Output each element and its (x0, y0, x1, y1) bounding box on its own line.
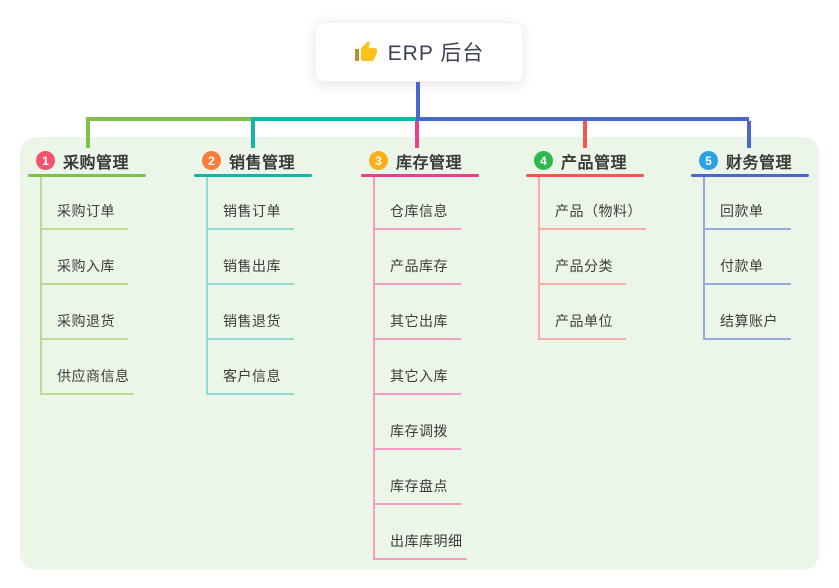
mindmap-item[interactable]: 产品单位 (538, 302, 626, 340)
branch-connector-drop-3 (415, 121, 419, 148)
branch-label: 产品管理 (561, 154, 628, 172)
root-node-label: ERP 后台 (387, 42, 485, 65)
branch-node-5[interactable]: 5 财务管理 (699, 149, 792, 172)
mindmap-item[interactable]: 采购入库 (40, 247, 128, 285)
root-node-erp[interactable]: ERP 后台 (315, 22, 523, 82)
mindmap-item[interactable]: 付款单 (703, 247, 791, 285)
mindmap-item[interactable]: 产品库存 (373, 247, 461, 285)
mindmap-item[interactable]: 客户信息 (206, 357, 294, 395)
mindmap-item[interactable]: 回款单 (703, 192, 791, 230)
mindmap-item[interactable]: 库存调拨 (373, 412, 461, 450)
branch-connector-horizontal (86, 117, 253, 121)
subtree-vline-5 (703, 177, 705, 340)
subtree-vline-4 (538, 177, 540, 340)
branch-connector-drop-5 (747, 121, 751, 148)
mindmap-item[interactable]: 采购退货 (40, 302, 128, 340)
mindmap-item[interactable]: 销售退货 (206, 302, 294, 340)
thumbs-up-icon (354, 41, 377, 61)
mindmap-item[interactable]: 仓库信息 (373, 192, 461, 230)
branch-connector-drop-1 (86, 121, 90, 148)
branch-node-3[interactable]: 3 库存管理 (369, 149, 462, 172)
mindmap-item[interactable]: 采购订单 (40, 192, 128, 230)
mindmap-item[interactable]: 产品分类 (538, 247, 626, 285)
branch-node-1[interactable]: 1 采购管理 (36, 149, 129, 172)
root-stem-line (416, 82, 420, 121)
mindmap-item[interactable]: 产品（物料） (538, 192, 646, 230)
branch-connector-drop-4 (583, 121, 587, 148)
branch-badge-5: 5 (699, 151, 718, 170)
branch-underline-3 (361, 174, 479, 177)
mindmap-panel (20, 137, 819, 570)
subtree-vline-3 (373, 177, 375, 560)
mindmap-item[interactable]: 结算账户 (703, 302, 791, 340)
branch-label: 财务管理 (726, 154, 793, 172)
mindmap-item[interactable]: 其它出库 (373, 302, 461, 340)
mindmap-item[interactable]: 销售出库 (206, 247, 294, 285)
mindmap-item[interactable]: 其它入库 (373, 357, 461, 395)
branch-label: 库存管理 (396, 154, 463, 172)
branch-badge-1: 1 (36, 151, 55, 170)
branch-badge-3: 3 (369, 151, 388, 170)
branch-connector-drop-2 (251, 121, 255, 148)
branch-badge-2: 2 (202, 151, 221, 170)
branch-underline-4 (526, 174, 644, 177)
branch-connector-horizontal (251, 117, 418, 121)
branch-underline-1 (28, 174, 146, 177)
branch-underline-2 (194, 174, 312, 177)
branch-badge-4: 4 (534, 151, 553, 170)
branch-label: 采购管理 (63, 154, 130, 172)
subtree-vline-1 (40, 177, 42, 395)
mindmap-item[interactable]: 库存盘点 (373, 467, 461, 505)
branch-node-2[interactable]: 2 销售管理 (202, 149, 295, 172)
branch-underline-5 (691, 174, 809, 177)
subtree-vline-2 (206, 177, 208, 395)
branch-node-4[interactable]: 4 产品管理 (534, 149, 627, 172)
mindmap-item[interactable]: 销售订单 (206, 192, 294, 230)
mindmap-item[interactable]: 出库库明细 (373, 522, 467, 560)
branch-label: 销售管理 (229, 154, 296, 172)
mindmap-item[interactable]: 供应商信息 (40, 357, 134, 395)
branch-connector-horizontal (416, 117, 749, 121)
